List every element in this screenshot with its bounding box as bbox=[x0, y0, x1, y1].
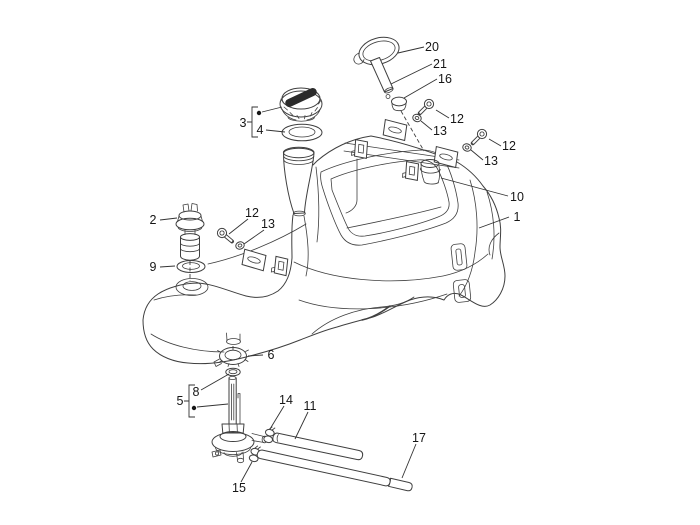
tank-side-tab bbox=[450, 243, 468, 271]
fuel-tap bbox=[211, 375, 268, 464]
callout-label-2: 2 bbox=[150, 213, 157, 227]
filler-neck bbox=[282, 146, 315, 217]
callout-label-15: 15 bbox=[232, 481, 246, 495]
spacer-rod bbox=[370, 57, 394, 99]
callout-label-12-c: 12 bbox=[245, 206, 259, 220]
assembly-bullet-cap bbox=[256, 110, 262, 116]
callout-label-5: 5 bbox=[177, 394, 184, 408]
fuel-cap bbox=[279, 87, 323, 122]
callout-label-13-b: 13 bbox=[484, 154, 498, 168]
grommet bbox=[391, 96, 425, 152]
fuel-tank-body bbox=[142, 135, 506, 365]
cap-knurling bbox=[280, 98, 322, 120]
locking-ring bbox=[213, 347, 249, 367]
fuel-hose-long bbox=[256, 449, 413, 492]
washer-13-b bbox=[461, 142, 473, 153]
callout-label-10: 10 bbox=[510, 190, 524, 204]
callout-label-12-a: 12 bbox=[450, 112, 464, 126]
screw-12-c bbox=[213, 224, 237, 247]
callout-label-16: 16 bbox=[438, 72, 452, 86]
washer-13-c bbox=[234, 240, 246, 251]
callout-label-13-c: 13 bbox=[261, 217, 275, 231]
callout-label-3: 3 bbox=[240, 116, 247, 130]
callout-label-9: 9 bbox=[150, 260, 157, 274]
callout-label-1: 1 bbox=[514, 210, 521, 224]
tank-side-tab bbox=[452, 279, 472, 303]
assembly-bullet-tap bbox=[191, 405, 197, 411]
cap-gasket bbox=[281, 123, 323, 142]
fuel-hose-short bbox=[272, 432, 364, 461]
screw-12-a bbox=[417, 97, 436, 116]
callouts: 20 21 16 12 13 12 13 10 1 3 4 2 bbox=[150, 40, 524, 495]
sender-gasket bbox=[176, 260, 206, 273]
callout-label-20: 20 bbox=[425, 40, 439, 54]
callout-label-11: 11 bbox=[304, 399, 317, 413]
fuel-level-sender bbox=[175, 203, 205, 281]
front-bracket bbox=[241, 248, 289, 277]
callout-label-6: 6 bbox=[268, 348, 275, 362]
tank-outlet-stub bbox=[226, 332, 241, 350]
screw-12-b bbox=[470, 127, 489, 146]
callout-label-17: 17 bbox=[412, 431, 426, 445]
callout-label-14: 14 bbox=[279, 393, 293, 407]
breather-valve bbox=[419, 159, 441, 185]
callout-label-21: 21 bbox=[433, 57, 447, 71]
callout-label-8: 8 bbox=[193, 385, 200, 399]
callout-label-12-b: 12 bbox=[502, 139, 516, 153]
callout-label-4: 4 bbox=[257, 123, 264, 137]
callout-label-13-a: 13 bbox=[433, 124, 447, 138]
sender-mounting-pad bbox=[175, 278, 209, 296]
tap-gasket bbox=[225, 367, 241, 377]
